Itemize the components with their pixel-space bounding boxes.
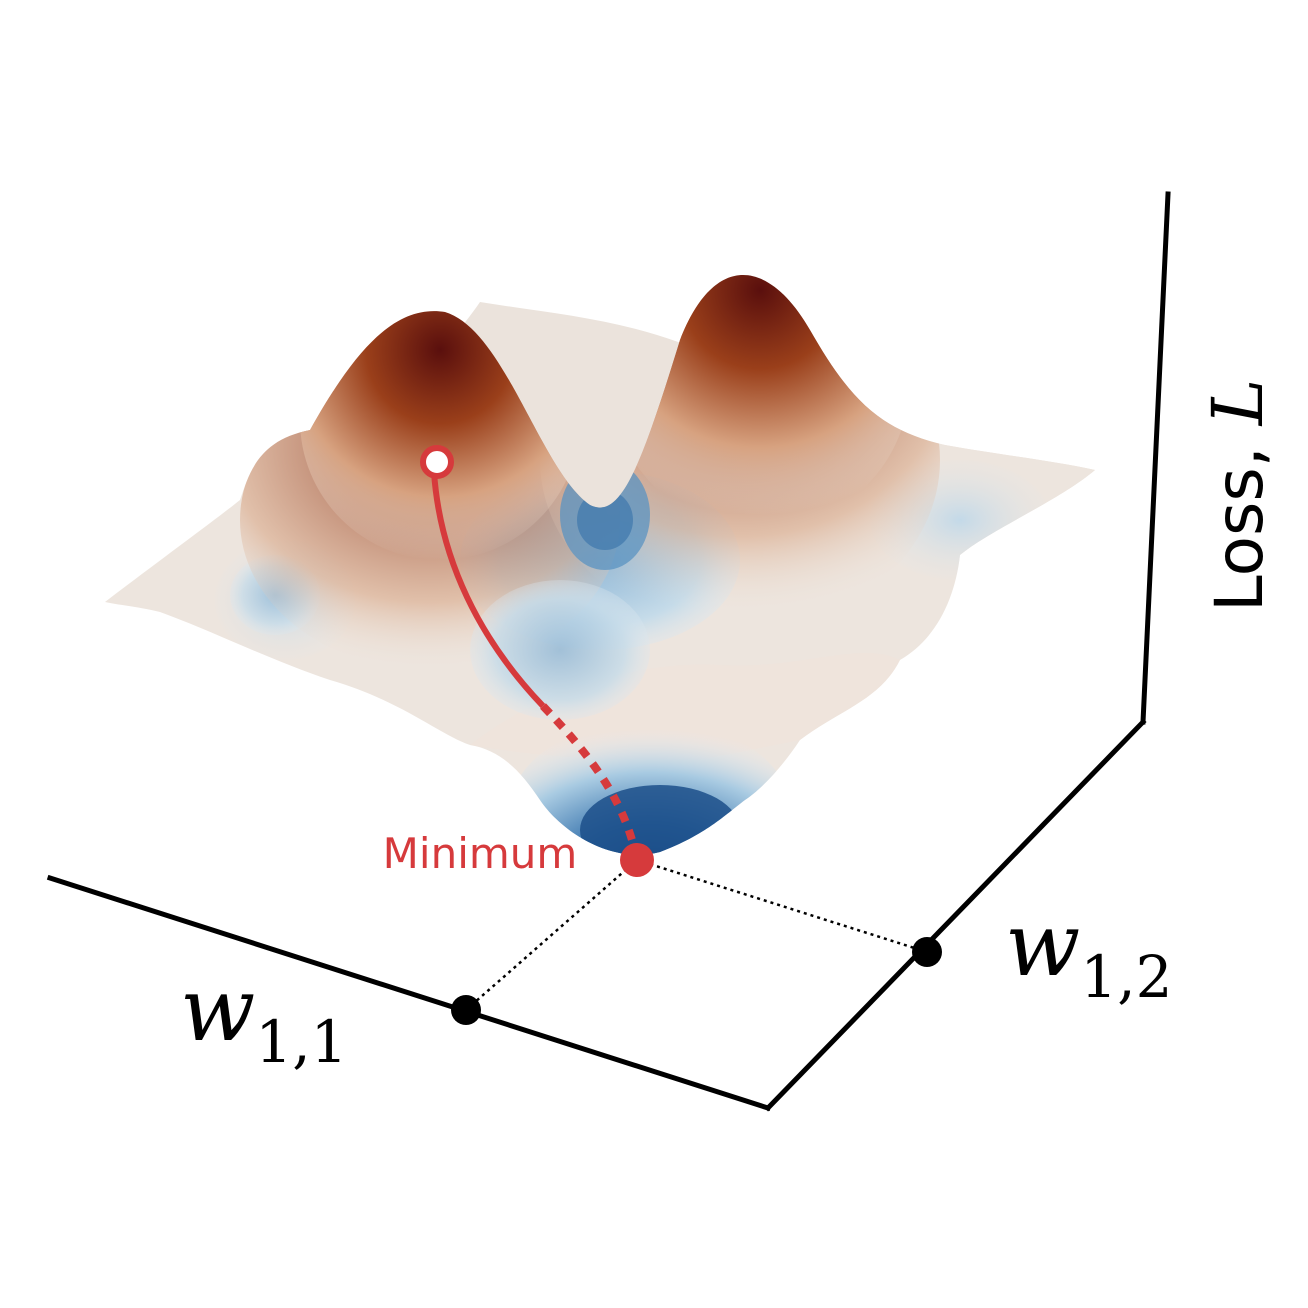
w12-minimum-marker	[912, 937, 942, 967]
w12-axis-line	[764, 718, 1147, 1112]
w11-minimum-marker	[451, 995, 481, 1025]
descent-path	[431, 471, 641, 861]
projection-to-w12	[636, 858, 928, 954]
loss-surface	[105, 275, 1095, 855]
w12-axis-label: w1,2	[1005, 893, 1173, 1011]
minimum-label: Minimum	[383, 829, 578, 878]
loss-axis-label: Loss, L	[1197, 379, 1279, 612]
start-point-marker	[420, 445, 454, 479]
axes	[46, 191, 1171, 1112]
descent-path-hidden	[540, 703, 641, 861]
w11-axis-line	[46, 874, 772, 1112]
loss-axis-line	[1140, 191, 1171, 725]
w11-axis-label: w1,1	[180, 958, 348, 1076]
projection-to-w11	[465, 859, 638, 1011]
minimum-point-marker	[620, 843, 654, 877]
projection-lines	[465, 858, 928, 1011]
descent-path-visible	[431, 471, 546, 709]
